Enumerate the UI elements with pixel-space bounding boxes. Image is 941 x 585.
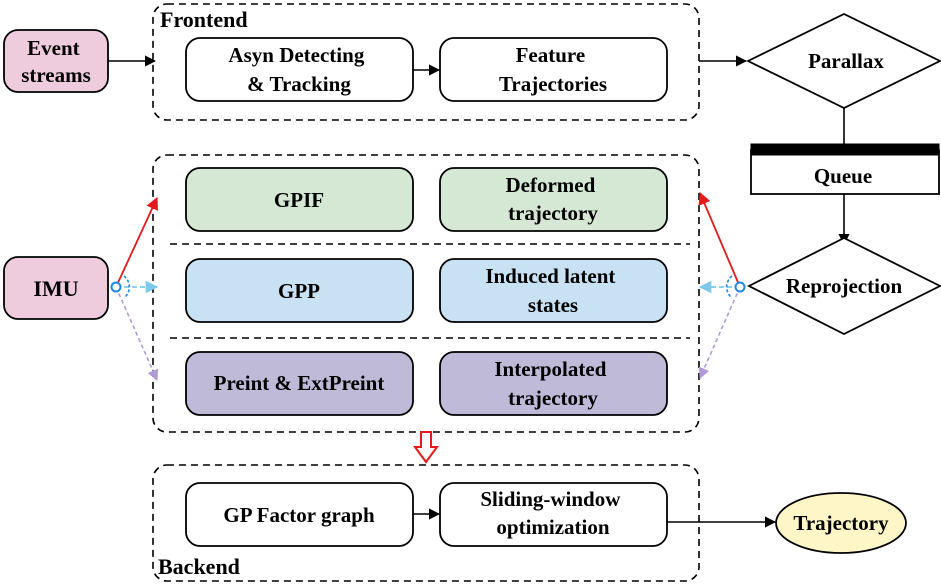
imu-node: IMU bbox=[3, 256, 109, 320]
queue-node: Queue bbox=[750, 143, 940, 195]
deformed-trajectory-node: Deformed trajectory bbox=[439, 167, 668, 232]
gpif-node: GPIF bbox=[185, 167, 414, 232]
trajectory-output-node: Trajectory bbox=[775, 492, 907, 554]
event-streams-node: Event streams bbox=[3, 29, 109, 93]
svg-text:Queue: Queue bbox=[814, 164, 872, 188]
frontend-container bbox=[152, 3, 700, 121]
backend-title: Backend bbox=[158, 554, 240, 579]
svg-text:GPIF: GPIF bbox=[274, 188, 324, 212]
parallax-diamond: Parallax bbox=[745, 12, 941, 110]
svg-text:Deformed trajectory: Deformed trajectory bbox=[505, 173, 600, 225]
svg-text:Sliding-window optimizat: Sliding-window optimization bbox=[480, 487, 625, 539]
svg-text:Feature Trajectories: Feature Trajectories bbox=[499, 43, 607, 96]
svg-text:Parallax: Parallax bbox=[808, 49, 884, 73]
interpolated-trajectory-node: Interpolated trajectory bbox=[439, 351, 668, 416]
reprojection-selector-arrows bbox=[698, 191, 746, 380]
svg-text:Induced latent states: Induced latent states bbox=[485, 264, 620, 317]
svg-text:Event streams: Event streams bbox=[21, 36, 91, 87]
gpp-node: GPP bbox=[185, 258, 414, 323]
gp-factor-graph-node: GP Factor graph bbox=[185, 482, 414, 547]
svg-text:Interpolated trajectory: Interpolated trajectory bbox=[494, 357, 611, 410]
frontend-title: Frontend bbox=[160, 7, 248, 32]
svg-text:Asyn Detecting & Trackin: Asyn Detecting & Tracking bbox=[228, 43, 369, 96]
preint-extpreint-node: Preint & ExtPreint bbox=[185, 351, 414, 416]
svg-text:GP Factor graph: GP Factor graph bbox=[223, 503, 375, 527]
imu-selector-arrows bbox=[110, 196, 159, 382]
svg-text:GPP: GPP bbox=[278, 279, 320, 303]
reprojection-diamond: Reprojection bbox=[747, 236, 941, 336]
svg-text:Preint & ExtPreint: Preint & ExtPreint bbox=[214, 371, 385, 395]
backend-container bbox=[152, 464, 700, 582]
asyn-detecting-tracking-node: Asyn Detecting & Tracking bbox=[185, 37, 414, 102]
feature-trajectories-node: Feature Trajectories bbox=[439, 37, 668, 102]
sliding-window-optimization-node: Sliding-window optimization bbox=[439, 482, 668, 547]
svg-text:Trajectory: Trajectory bbox=[793, 511, 889, 535]
svg-text:IMU: IMU bbox=[33, 276, 78, 301]
svg-text:Reprojection: Reprojection bbox=[786, 274, 903, 298]
induced-latent-states-node: Induced latent states bbox=[439, 258, 668, 323]
down-arrow-icon bbox=[413, 431, 439, 464]
